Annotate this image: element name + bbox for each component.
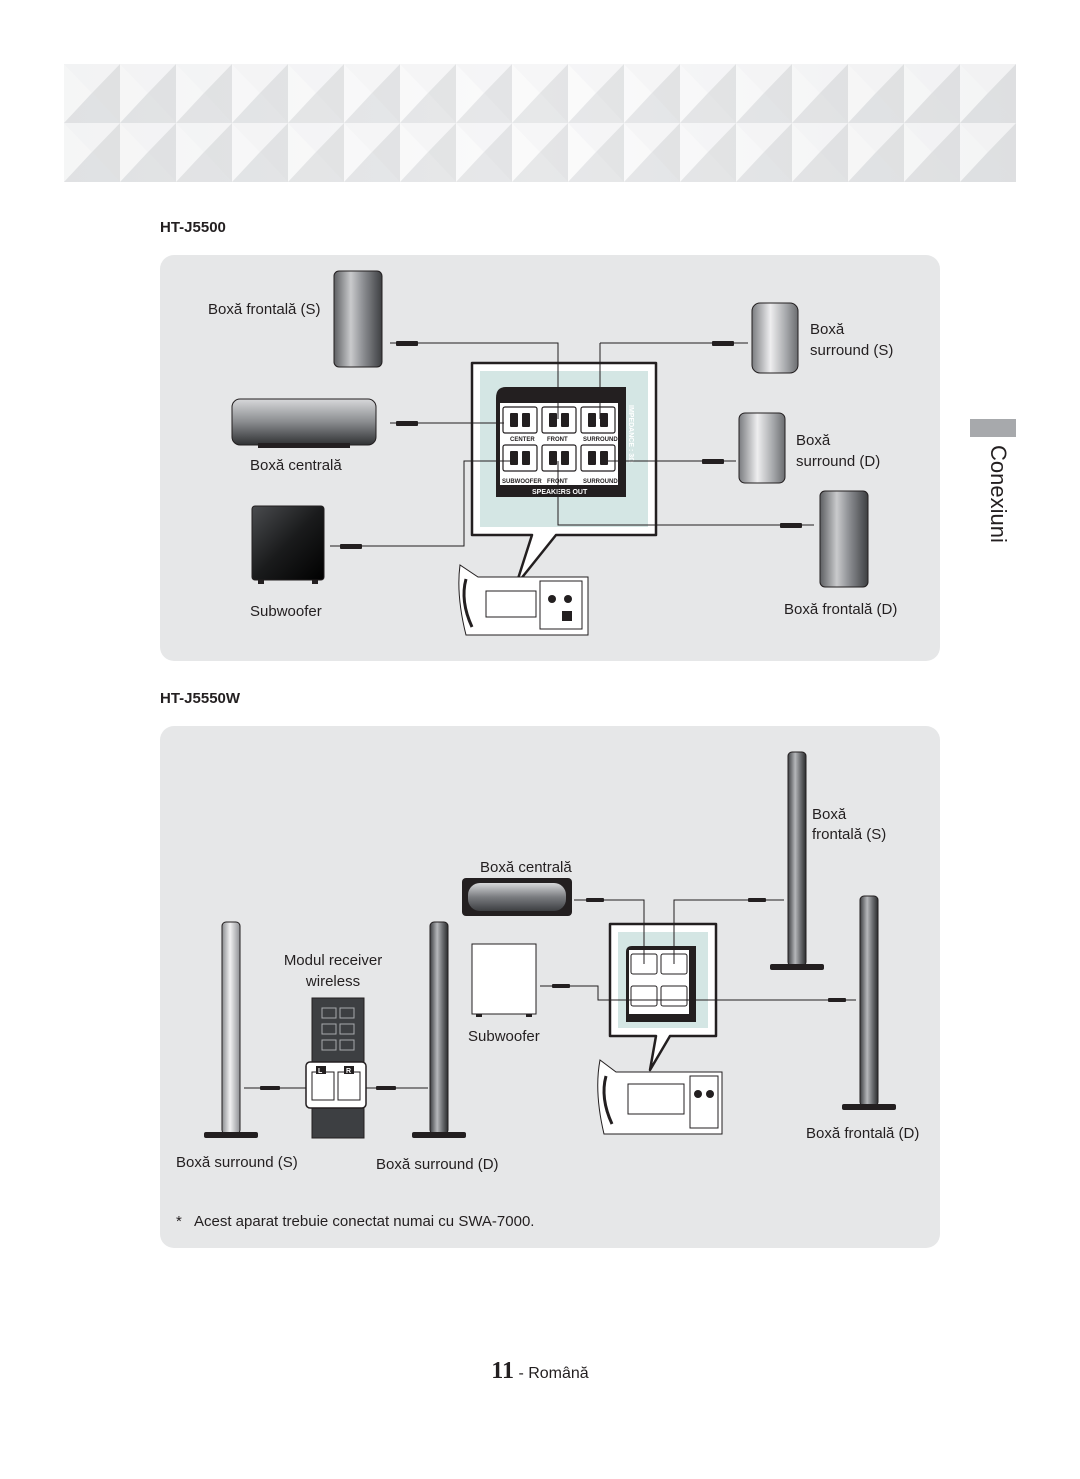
label-center-2: Boxă centrală bbox=[480, 859, 572, 876]
label-surround-right-2: Boxă surround (D) bbox=[376, 1156, 499, 1173]
main-unit-rear-panel-2 bbox=[597, 1059, 723, 1135]
label-front-left-2-line2: frontală (S) bbox=[812, 826, 887, 843]
front-right-speaker bbox=[819, 490, 869, 588]
terminal-impedance-label: IMPEDANCE : 3Ω bbox=[627, 405, 634, 463]
speaker-wires-1 bbox=[330, 342, 814, 547]
header-pattern-band bbox=[64, 64, 1016, 182]
label-surround-left-2: Boxă surround (S) bbox=[176, 1154, 298, 1171]
surround-left-tower-speaker bbox=[204, 921, 258, 1138]
model-label-ht-j5550w: HT-J5550W bbox=[160, 690, 241, 707]
surround-right-tower-speaker bbox=[412, 921, 466, 1138]
front-right-tower-speaker bbox=[842, 895, 896, 1110]
speaker-wiring-diagram-2: L R bbox=[204, 751, 896, 1139]
page-footer: 11 - Română bbox=[0, 1358, 1080, 1385]
label-receiver-line1: Modul receiver bbox=[283, 952, 383, 969]
main-unit-rear-panel bbox=[458, 564, 589, 636]
receiver-port-l: L bbox=[318, 1068, 323, 1075]
surround-left-speaker bbox=[751, 302, 799, 374]
footnote-mark: * bbox=[176, 1213, 182, 1230]
wire-plugs-2 bbox=[260, 898, 846, 1090]
label-front-left-2-line1: Boxă bbox=[812, 806, 847, 823]
terminal-zoom-frame-2 bbox=[608, 922, 718, 1072]
section-title: Conexiuni bbox=[986, 445, 1011, 543]
page-language: Română bbox=[528, 1365, 589, 1382]
subwoofer-speaker-2 bbox=[471, 943, 537, 1017]
front-left-speaker bbox=[333, 270, 383, 368]
label-receiver-line2: wireless bbox=[305, 973, 361, 990]
center-speaker bbox=[231, 398, 377, 448]
label-subwoofer: Subwoofer bbox=[250, 603, 322, 620]
label-subwoofer-2: Subwoofer bbox=[468, 1028, 540, 1045]
page-number: 11 bbox=[491, 1358, 514, 1384]
terminal-label-front-r: FRONT bbox=[547, 479, 568, 485]
surround-right-speaker bbox=[738, 412, 786, 484]
wireless-receiver-module bbox=[305, 997, 367, 1139]
terminal-label-center: CENTER bbox=[510, 437, 535, 443]
center-speaker-2 bbox=[462, 878, 572, 916]
page-separator: - bbox=[518, 1365, 524, 1382]
terminal-label-surround-r: SURROUND bbox=[583, 479, 618, 485]
footnote-text: Acest aparat trebuie conectat numai cu S… bbox=[194, 1213, 535, 1230]
terminal-label-subwoofer: SUBWOOFER bbox=[502, 479, 542, 485]
receiver-port-r: R bbox=[346, 1068, 351, 1075]
subwoofer-speaker bbox=[251, 505, 325, 584]
terminal-label-surround-l: SURROUND bbox=[583, 437, 618, 443]
label-surround-left-line1: Boxă bbox=[810, 321, 845, 338]
connection-panel-ht-j5500: CENTER FRONT SURROUND SUBWOOFER FRONT SU… bbox=[160, 255, 940, 661]
wire-plugs-1 bbox=[340, 341, 802, 549]
footnote: * Acest aparat trebuie conectat numai cu … bbox=[176, 1213, 534, 1230]
label-front-right: Boxă frontală (D) bbox=[784, 601, 898, 618]
speakers-out-terminal bbox=[496, 387, 626, 497]
connection-panel-ht-j5550w: L R bbox=[160, 726, 940, 1248]
section-tab-marker bbox=[970, 419, 1016, 437]
terminal-label-front-l: FRONT bbox=[547, 437, 568, 443]
speaker-wiring-diagram-1: CENTER FRONT SURROUND SUBWOOFER FRONT SU… bbox=[231, 270, 869, 636]
label-surround-right-line2: surround (D) bbox=[796, 453, 881, 470]
label-center: Boxă centrală bbox=[250, 457, 342, 474]
terminal-footer-speakers-out: SPEAKERS OUT bbox=[532, 489, 588, 496]
label-surround-left-line2: surround (S) bbox=[810, 342, 894, 359]
label-surround-right-line1: Boxă bbox=[796, 432, 831, 449]
label-front-left: Boxă frontală (S) bbox=[208, 301, 321, 318]
front-left-tower-speaker bbox=[770, 751, 824, 970]
label-front-right-2: Boxă frontală (D) bbox=[806, 1125, 920, 1142]
model-label-ht-j5500: HT-J5500 bbox=[160, 219, 226, 236]
